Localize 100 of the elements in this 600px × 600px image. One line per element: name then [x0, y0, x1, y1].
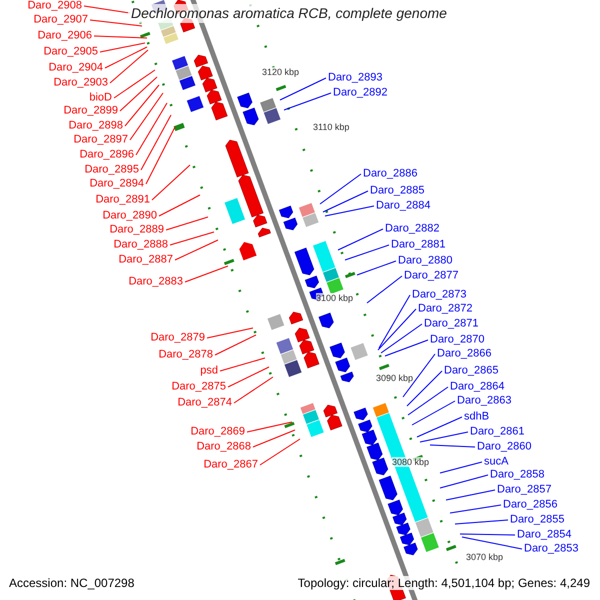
leader-line: [454, 520, 508, 524]
leader-line: [416, 416, 462, 438]
leader-line: [100, 42, 146, 52]
leader-line: [356, 260, 396, 276]
leader-line: [402, 354, 436, 398]
gene-label: Daro_2887: [118, 254, 173, 266]
gene-label: Daro_2875: [172, 380, 226, 394]
leader-line: [324, 206, 374, 216]
leader-line: [284, 92, 332, 110]
gene-label: Daro_2896: [80, 148, 134, 162]
leader-line: [228, 366, 270, 388]
leader-line: [206, 328, 254, 338]
gene-label: Daro_2880: [398, 254, 452, 268]
leader-line: [462, 536, 522, 550]
leader-line: [114, 70, 156, 98]
footer-text: Topology: circular; Length: 4,501,104 bp; Genes: 4,249: [298, 576, 590, 590]
gene-label: Daro_2906: [38, 30, 92, 42]
leader-line: [170, 232, 214, 246]
leader-line: [110, 50, 148, 84]
scale-label: 3070 kbp: [466, 552, 504, 562]
gene-label: Daro_2872: [418, 302, 472, 316]
leader-line: [234, 376, 274, 404]
gene-label: Daro_2853: [524, 542, 578, 556]
leader-line: [412, 400, 456, 426]
scale-label: 3110 kbp: [313, 122, 350, 132]
gene-label: Daro_2855: [510, 514, 564, 526]
leader-line: [344, 244, 390, 260]
scale-label: 3100 kbp: [316, 293, 354, 303]
gene-label: Daro_2885: [370, 184, 424, 198]
gene-label: sucA: [484, 456, 508, 468]
leader-line: [378, 294, 410, 348]
gene-label: Daro_2895: [84, 164, 139, 176]
gene-label: Daro_2893: [328, 72, 382, 84]
gene-label: Daro_2858: [490, 468, 544, 482]
leader-line: [430, 444, 476, 448]
leader-line: [408, 386, 448, 416]
leader-line: [280, 78, 326, 100]
gene-label: Daro_2897: [74, 134, 128, 146]
leader-line: [260, 438, 300, 466]
leader-line: [220, 358, 266, 372]
gene-label: Daro_2890: [102, 210, 157, 222]
leader-line: [152, 164, 190, 200]
leader-line: [460, 534, 516, 536]
leader-line: [440, 474, 488, 488]
leader-line: [124, 84, 160, 126]
gene-label: Daro_2892: [333, 86, 388, 100]
leader-line: [420, 432, 468, 442]
gene-label: Daro_2873: [412, 288, 466, 302]
gene-label: Daro_2870: [430, 334, 484, 346]
gene-label: Daro_2879: [150, 332, 205, 344]
gene-label: Daro_2904: [48, 62, 103, 74]
gene-label: Daro_2867: [204, 458, 258, 472]
gene-label: Daro_2889: [110, 224, 164, 236]
gene-label: Daro_2903: [54, 76, 108, 90]
leader-line: [450, 504, 502, 514]
leader-line: [130, 92, 164, 140]
leader-line: [84, 6, 130, 14]
leader-line: [184, 266, 228, 282]
gene-label: Daro_2878: [158, 348, 213, 362]
leader-line: [366, 276, 402, 304]
leader-line: [94, 36, 148, 38]
gene-label: Daro_2864: [450, 380, 504, 394]
scale-label: 3080 kbp: [392, 457, 430, 467]
leader-line: [406, 370, 442, 406]
gene-label: bioD: [89, 92, 112, 104]
gene-label: Daro_2881: [391, 238, 446, 252]
gene-label: Daro_2860: [477, 440, 532, 454]
gene-label: Daro_2882: [385, 222, 440, 236]
gene-label: Daro_2868: [196, 440, 251, 454]
leader-line: [146, 126, 176, 184]
scale-label: 3090 kbp: [376, 373, 414, 383]
gene-label: Daro_2856: [503, 498, 558, 512]
gene-label: Daro_2874: [178, 396, 232, 410]
leader-line: [338, 228, 384, 250]
gene-label: Daro_2898: [68, 120, 123, 132]
gene-label: Daro_2866: [437, 348, 492, 360]
gene-label: Daro_2894: [90, 178, 144, 190]
scale-label: 3120 kbp: [262, 67, 300, 77]
gene-label: Daro_2905: [44, 46, 98, 58]
leader-line: [378, 308, 416, 350]
gene-label: Daro_2877: [404, 270, 458, 282]
gene-label: Daro_2888: [114, 238, 168, 252]
footer-text: Accession: NC_007298: [9, 576, 134, 590]
gene-label: Daro_2854: [517, 528, 572, 542]
gene-label: Daro_2899: [64, 104, 118, 118]
gene-label: Daro_2861: [470, 426, 524, 438]
leader-line: [322, 190, 368, 212]
gene-label: Daro_2907: [34, 14, 88, 26]
leader-line: [446, 490, 496, 500]
leader-line: [136, 102, 168, 156]
leader-line: [246, 422, 292, 432]
leader-line: [320, 174, 362, 204]
leader-line: [104, 46, 148, 68]
leader-line: [384, 340, 428, 356]
leader-line: [380, 324, 422, 354]
gene-label: Daro_2908: [28, 0, 82, 12]
leader-line: [120, 76, 158, 112]
gene-label: Daro_2886: [363, 168, 418, 180]
gene-label: Daro_2891: [96, 194, 150, 206]
leader-line: [140, 114, 172, 170]
